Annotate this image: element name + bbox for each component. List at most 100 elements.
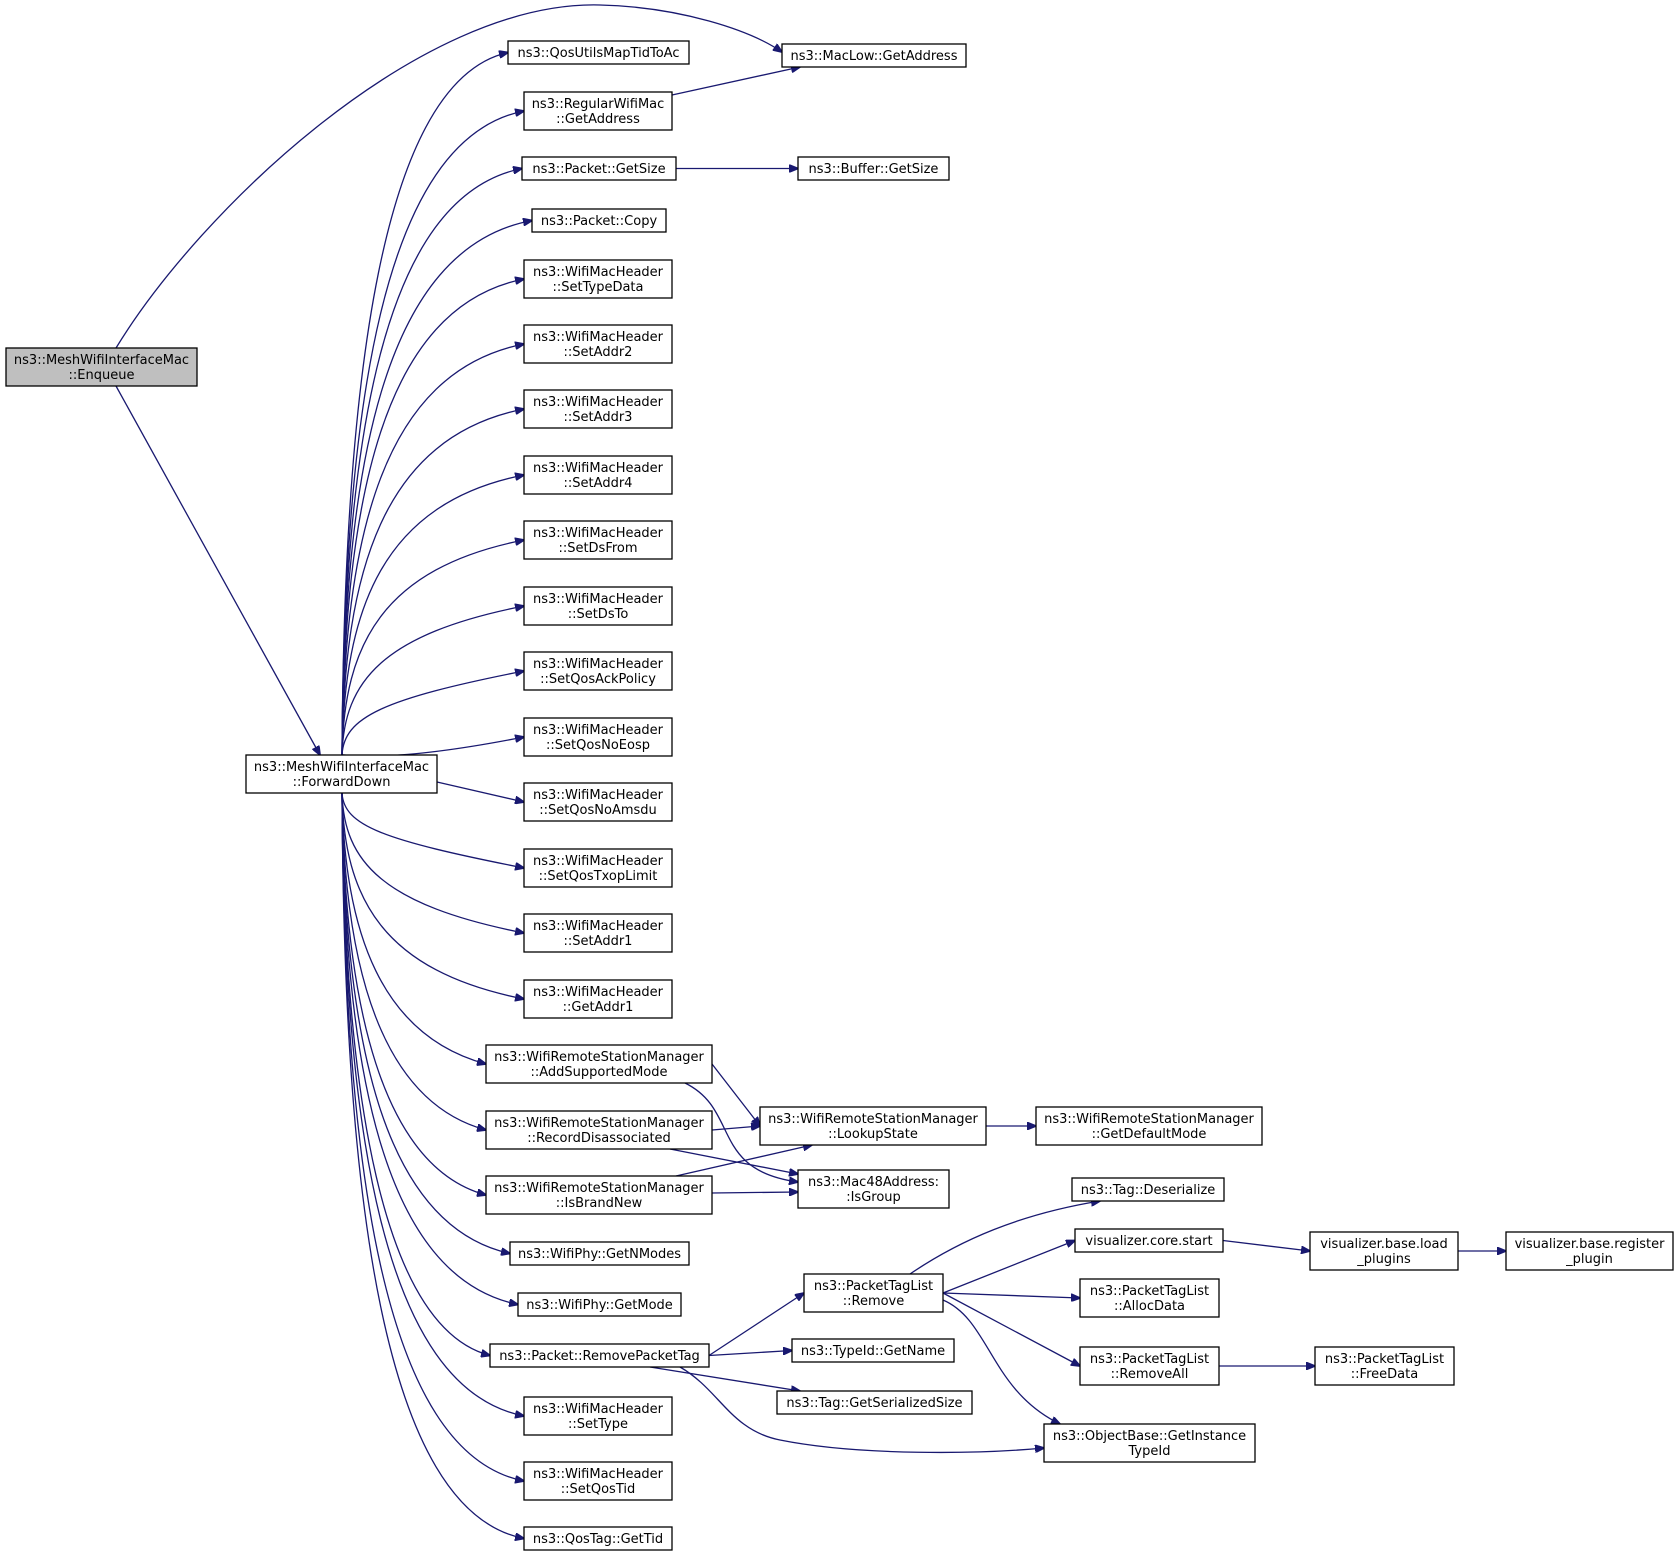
edge-ptlremove-to-viscore <box>942 1241 1075 1294</box>
node-label-line: ::SetQosNoAmsdu <box>539 803 657 818</box>
edge-ptlremove-to-instancetypeid <box>942 1299 1060 1424</box>
node-removeall[interactable]: ns3::PacketTagList::RemoveAll <box>1079 1346 1220 1386</box>
node-label-line: ns3::Packet::RemovePacketTag <box>499 1349 700 1364</box>
edge-forwarddown-to-setaddr3 <box>341 409 524 756</box>
node-label-line: ::SetAddr2 <box>564 345 633 360</box>
node-enqueue[interactable]: ns3::MeshWifiInterfaceMac::Enqueue <box>5 347 198 387</box>
node-freedata[interactable]: ns3::PacketTagList::FreeData <box>1314 1346 1455 1386</box>
edge-forwarddown-to-recorddisassoc <box>341 792 486 1130</box>
node-viscore[interactable]: visualizer.core.start <box>1074 1228 1224 1253</box>
edge-forwarddown-to-pktsize <box>341 169 522 756</box>
node-addsupported[interactable]: ns3::WifiRemoteStationManager::AddSuppor… <box>485 1044 713 1084</box>
node-setaddr1[interactable]: ns3::WifiMacHeader::SetAddr1 <box>523 913 673 953</box>
node-setqosnoamsdu[interactable]: ns3::WifiMacHeader::SetQosNoAmsdu <box>523 782 673 822</box>
node-label-line: ::IsBrandNew <box>556 1196 643 1211</box>
node-label-line: ns3::WifiMacHeader <box>533 1467 664 1482</box>
node-label-line: ::GetDefaultMode <box>1092 1127 1207 1142</box>
edge-forwarddown-to-setdsfrom <box>341 540 524 756</box>
node-label-line: ::LookupState <box>828 1127 918 1142</box>
node-lookupstate[interactable]: ns3::WifiRemoteStationManager::LookupSta… <box>759 1106 987 1146</box>
node-box <box>485 1175 713 1215</box>
node-setdsto[interactable]: ns3::WifiMacHeader::SetDsTo <box>523 586 673 626</box>
node-label-line: visualizer.core.start <box>1085 1234 1212 1249</box>
edge-removepkttag-to-instancetypeid <box>679 1366 1044 1454</box>
node-ptlremove[interactable]: ns3::PacketTagList::Remove <box>803 1273 944 1313</box>
edge-ptlremove-to-removeall <box>942 1292 1080 1366</box>
node-allocdata[interactable]: ns3::PacketTagList::AllocData <box>1079 1278 1220 1318</box>
node-removepkttag[interactable]: ns3::Packet::RemovePacketTag <box>489 1343 710 1368</box>
edge-forwarddown-to-setqosnoeosp <box>341 737 524 757</box>
node-setdsfrom[interactable]: ns3::WifiMacHeader::SetDsFrom <box>523 520 673 560</box>
node-qostaggettid[interactable]: ns3::QosTag::GetTid <box>523 1526 673 1551</box>
node-maclow[interactable]: ns3::MacLow::GetAddress <box>781 43 967 68</box>
node-pktcopy[interactable]: ns3::Packet::Copy <box>531 208 667 233</box>
node-label-line: ns3::WifiRemoteStationManager <box>768 1112 978 1127</box>
edge-removepkttag-to-tagsersize <box>649 1366 800 1391</box>
node-box <box>523 717 673 757</box>
node-box <box>759 1106 987 1146</box>
node-label-line: ns3::QosTag::GetTid <box>533 1532 663 1547</box>
node-label-line: ::SetQosAckPolicy <box>540 672 656 687</box>
node-tagdeser[interactable]: ns3::Tag::Deserialize <box>1071 1177 1225 1202</box>
node-label-line: ::SetTypeData <box>552 280 643 295</box>
node-getnmodes[interactable]: ns3::WifiPhy::GetNModes <box>509 1241 690 1266</box>
node-getmode[interactable]: ns3::WifiPhy::GetMode <box>517 1292 682 1317</box>
node-bufsize[interactable]: ns3::Buffer::GetSize <box>797 156 950 181</box>
node-setaddr2[interactable]: ns3::WifiMacHeader::SetAddr2 <box>523 324 673 364</box>
node-label-line: ns3::WifiRemoteStationManager <box>494 1050 704 1065</box>
node-setaddr4[interactable]: ns3::WifiMacHeader::SetAddr4 <box>523 455 673 495</box>
node-box <box>523 979 673 1019</box>
node-box <box>523 1396 673 1436</box>
node-settype[interactable]: ns3::WifiMacHeader::SetType <box>523 1396 673 1436</box>
node-label-line: ns3::WifiMacHeader <box>533 854 664 869</box>
node-typeidname[interactable]: ns3::TypeId::GetName <box>791 1338 955 1363</box>
node-label-line: ::SetQosTxopLimit <box>539 869 658 884</box>
edge-forwarddown-to-setqostxop <box>341 792 524 868</box>
node-getaddr1[interactable]: ns3::WifiMacHeader::GetAddr1 <box>523 979 673 1019</box>
node-label-line: ::FreeData <box>1351 1367 1418 1382</box>
node-recorddisassoc[interactable]: ns3::WifiRemoteStationManager::RecordDis… <box>485 1110 713 1150</box>
node-isgroup[interactable]: ns3::Mac48Address::IsGroup <box>797 1169 950 1209</box>
edge-forwarddown-to-regular <box>341 111 524 756</box>
node-label-line: ns3::WifiRemoteStationManager <box>494 1116 704 1131</box>
node-box <box>507 40 690 65</box>
node-label-line: ns3::WifiMacHeader <box>533 592 664 607</box>
node-visreg[interactable]: visualizer.base.register_plugin <box>1505 1231 1674 1271</box>
node-label-line: ns3::Packet::Copy <box>541 214 658 229</box>
node-label-line: ns3::MeshWifiInterfaceMac <box>14 353 189 368</box>
node-label-line: ns3::Tag::Deserialize <box>1081 1183 1216 1198</box>
node-defaultmode[interactable]: ns3::WifiRemoteStationManager::GetDefaul… <box>1035 1106 1263 1146</box>
edge-isbrandnew-to-lookupstate <box>675 1145 812 1177</box>
node-setqostid[interactable]: ns3::WifiMacHeader::SetQosTid <box>523 1461 673 1501</box>
node-box <box>523 259 673 299</box>
node-tagsersize[interactable]: ns3::Tag::GetSerializedSize <box>776 1390 973 1415</box>
edge-forwarddown-to-setdsto <box>341 606 524 756</box>
node-box <box>797 156 950 181</box>
node-qosutils[interactable]: ns3::QosUtilsMapTidToAc <box>507 40 690 65</box>
node-setqostxop[interactable]: ns3::WifiMacHeader::SetQosTxopLimit <box>523 848 673 888</box>
node-box <box>5 347 198 387</box>
node-label-line: ns3::Buffer::GetSize <box>809 162 939 177</box>
node-forwarddown[interactable]: ns3::MeshWifiInterfaceMac::ForwardDown <box>245 754 438 794</box>
node-setqosnoeosp[interactable]: ns3::WifiMacHeader::SetQosNoEosp <box>523 717 673 757</box>
node-setaddr3[interactable]: ns3::WifiMacHeader::SetAddr3 <box>523 389 673 429</box>
node-box <box>1505 1231 1674 1271</box>
node-isbrandnew[interactable]: ns3::WifiRemoteStationManager::IsBrandNe… <box>485 1175 713 1215</box>
node-box <box>776 1390 973 1415</box>
node-label-line: ns3::WifiMacHeader <box>533 1402 664 1417</box>
node-visload[interactable]: visualizer.base.load_plugins <box>1309 1231 1459 1271</box>
node-label-line: _plugin <box>1565 1252 1613 1267</box>
node-label-line: ::SetType <box>568 1417 628 1432</box>
node-label-line: ns3::Packet::GetSize <box>532 162 665 177</box>
node-label-line: ns3::WifiMacHeader <box>533 657 664 672</box>
node-setqosack[interactable]: ns3::WifiMacHeader::SetQosAckPolicy <box>523 651 673 691</box>
node-label-line: ::ForwardDown <box>293 775 391 790</box>
node-label-line: ::SetAddr4 <box>564 476 633 491</box>
node-regular[interactable]: ns3::RegularWifiMac::GetAddress <box>523 91 673 131</box>
edge-forwarddown-to-setaddr1 <box>341 792 524 933</box>
node-label-line: ns3::ObjectBase::GetInstance <box>1053 1429 1246 1444</box>
node-pktsize[interactable]: ns3::Packet::GetSize <box>521 156 677 181</box>
node-settypedata[interactable]: ns3::WifiMacHeader::SetTypeData <box>523 259 673 299</box>
